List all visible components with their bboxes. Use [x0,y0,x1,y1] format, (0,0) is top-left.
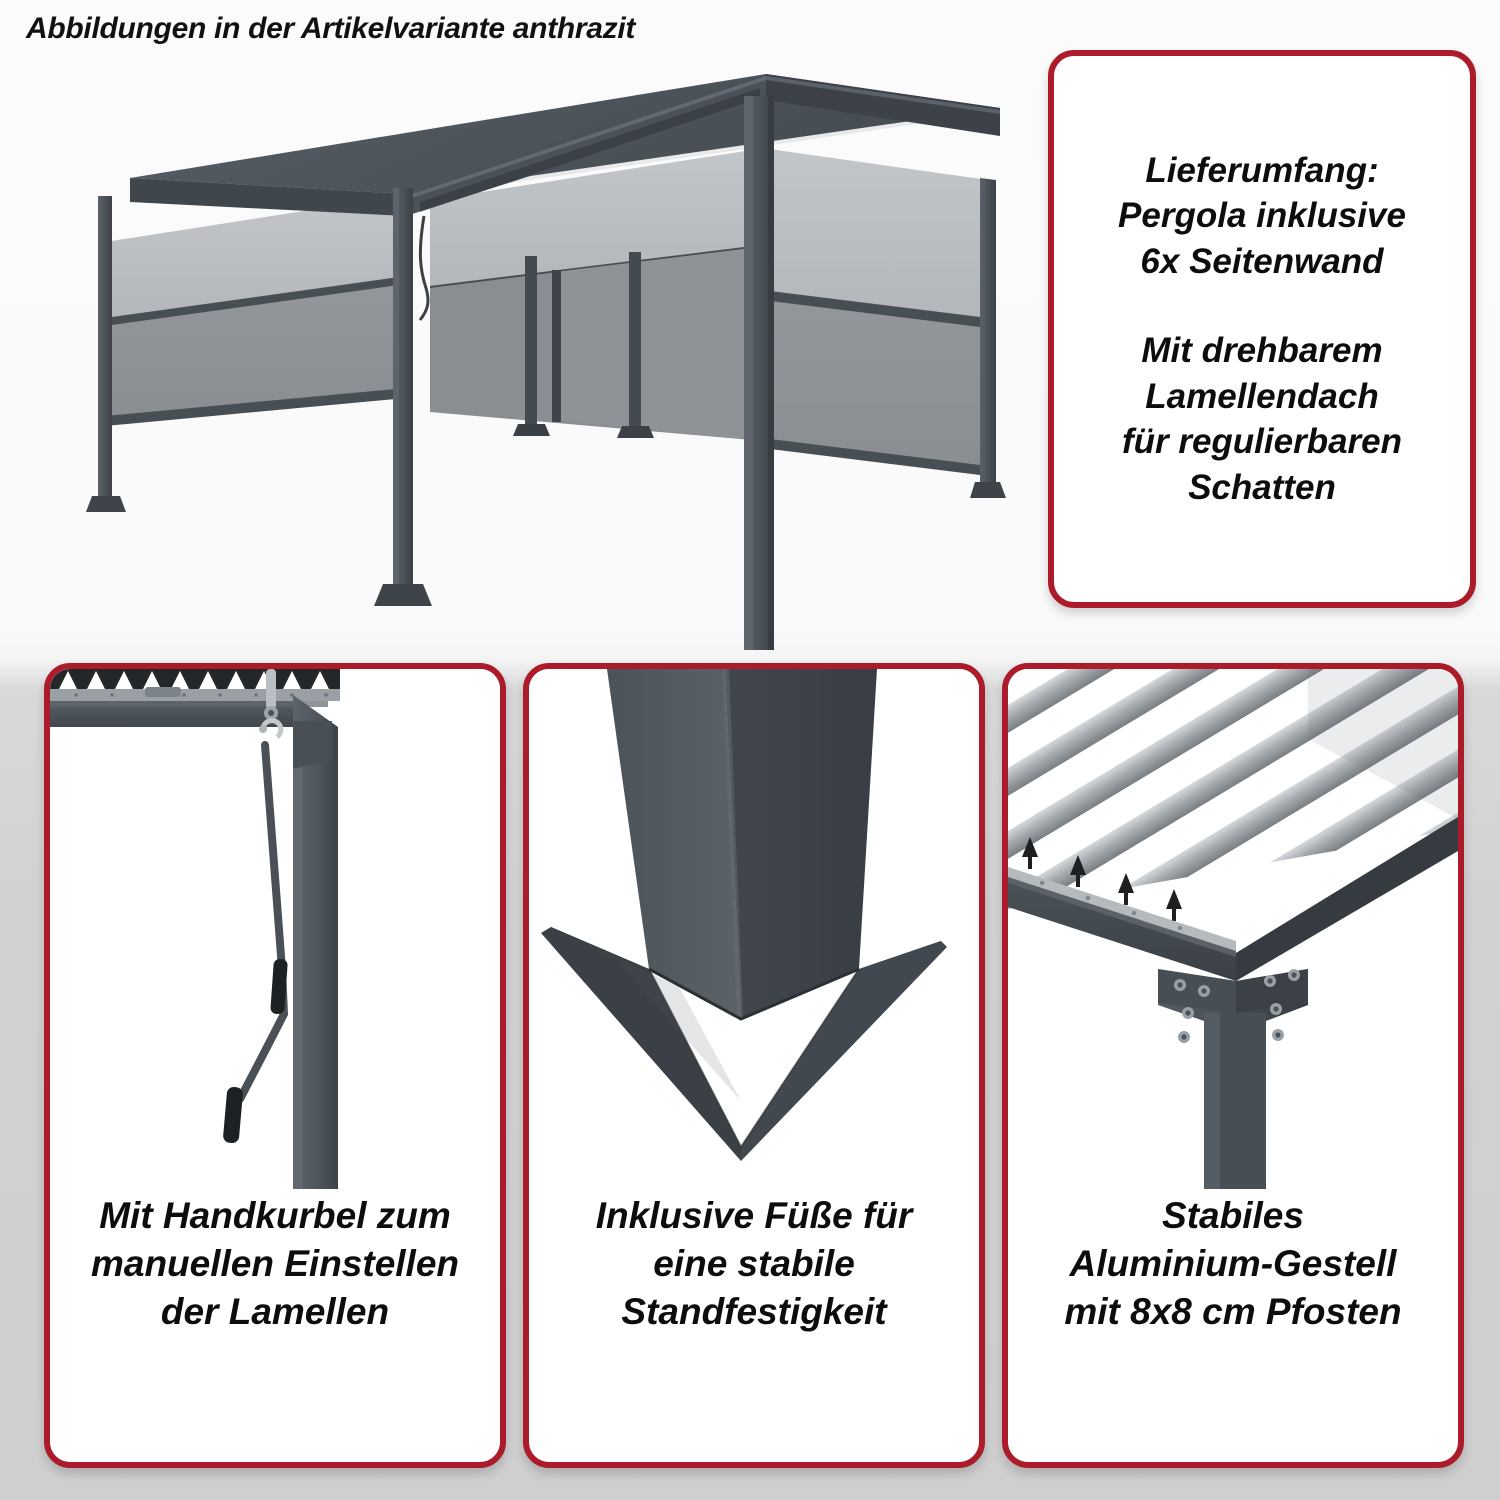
hand-crank-photo [50,669,500,1189]
post-foot-photo [529,669,979,1189]
hand-crank-illustration [50,669,500,1189]
caption-line: mit 8x8 cm Pfosten [1064,1291,1402,1333]
aluminium-frame-photo [1008,669,1458,1189]
info-line: Lieferumfang: [1145,150,1379,190]
info-line: Mit drehbarem [1141,331,1383,371]
pergola-illustration [86,74,1006,650]
caption-text: Inklusive Füße für eine stabile Standfes… [586,1192,923,1336]
post-foot-illustration [529,669,979,1189]
info-line: für regulierbaren [1121,422,1403,462]
info-line: Lamellendach [1145,376,1379,416]
caption-line: Aluminium-Gestell [1069,1243,1397,1285]
caption-text: Stabiles Aluminium-Gestell mit 8x8 cm Pf… [1054,1192,1411,1336]
caption-line: der Lamellen [160,1291,390,1333]
info-line: Schatten [1188,467,1336,507]
detail-caption-aluminium-frame: Stabiles Aluminium-Gestell mit 8x8 cm Pf… [1008,1184,1458,1462]
info-text-card: Lieferumfang: Pergola inklusive 6x Seite… [1048,50,1476,608]
caption-line: eine stabile [653,1243,855,1285]
info-block-lamellendach: Mit drehbarem Lamellendach für regulierb… [1122,328,1402,510]
detail-caption-post-foot: Inklusive Füße für eine stabile Standfes… [529,1184,979,1462]
detail-card-hand-crank: Mit Handkurbel zum manuellen Einstellen … [44,663,506,1468]
page-headline: Abbildungen in der Artikelvariante anthr… [26,12,636,45]
caption-line: Standfestigkeit [621,1291,887,1333]
info-line: Pergola inklusive [1118,196,1406,236]
caption-line: Mit Handkurbel zum [99,1195,451,1236]
hero-product-image [0,20,1040,650]
caption-line: Inklusive Füße für [595,1195,913,1236]
detail-caption-hand-crank: Mit Handkurbel zum manuellen Einstellen … [50,1184,500,1462]
info-line: 6x Seitenwand [1140,241,1384,281]
caption-line: manuellen Einstellen [90,1243,460,1285]
caption-text: Mit Handkurbel zum manuellen Einstellen … [81,1192,469,1336]
detail-card-post-foot: Inklusive Füße für eine stabile Standfes… [523,663,985,1468]
caption-line: Stabiles [1162,1195,1304,1236]
detail-card-aluminium-frame: Stabiles Aluminium-Gestell mit 8x8 cm Pf… [1002,663,1464,1468]
aluminium-frame-illustration [1008,669,1458,1189]
info-block-lieferumfang: Lieferumfang: Pergola inklusive 6x Seite… [1118,148,1406,285]
